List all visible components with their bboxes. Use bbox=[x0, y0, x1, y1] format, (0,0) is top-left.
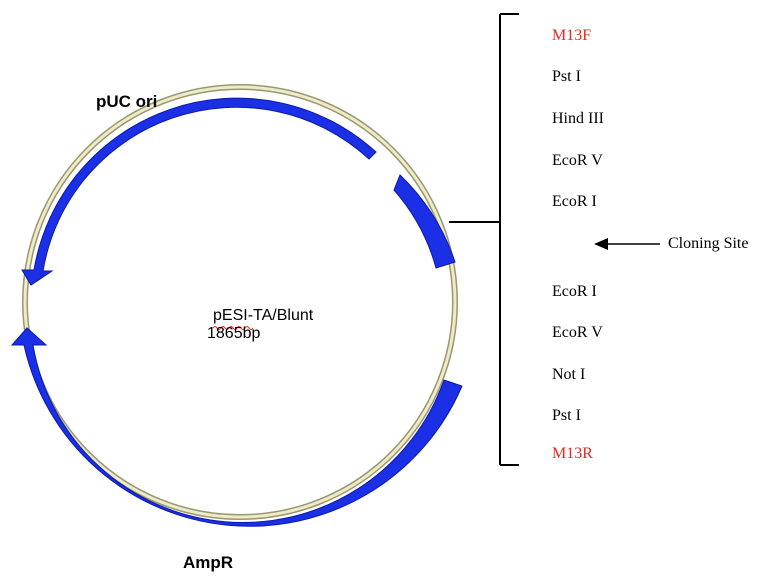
site-pst1-upper: Pst I bbox=[552, 68, 581, 85]
site-ecorv-lower: EcoR V bbox=[552, 324, 603, 341]
site-m13r: M13R bbox=[552, 445, 593, 462]
site-ecorv-upper: EcoR V bbox=[552, 152, 603, 169]
site-hind3: Hind III bbox=[552, 110, 604, 127]
cloning-site-block bbox=[393, 174, 456, 269]
site-pst1-lower: Pst I bbox=[552, 407, 581, 424]
plasmid-name: pESI-TA/Blunt bbox=[213, 307, 314, 324]
ampr-arc bbox=[10, 327, 463, 527]
plasmid-size: 1865bp bbox=[207, 325, 261, 342]
cloning-site-label: Cloning Site bbox=[668, 235, 749, 252]
site-not1: Not I bbox=[552, 366, 586, 383]
mcs-bracket bbox=[449, 13, 519, 466]
plasmid-backbone-inner bbox=[23, 85, 457, 519]
ampr-label: AmpR bbox=[183, 553, 234, 572]
plasmid-backbone bbox=[22, 84, 458, 520]
puc-ori-arc bbox=[21, 97, 377, 286]
puc-ori-label: pUC ori bbox=[96, 92, 158, 111]
cloning-site-arrow bbox=[594, 238, 660, 250]
spell-squiggle bbox=[213, 326, 253, 330]
site-ecori-upper: EcoR I bbox=[552, 193, 597, 210]
site-m13f: M13F bbox=[552, 27, 592, 44]
site-ecori-lower: EcoR I bbox=[552, 283, 597, 300]
